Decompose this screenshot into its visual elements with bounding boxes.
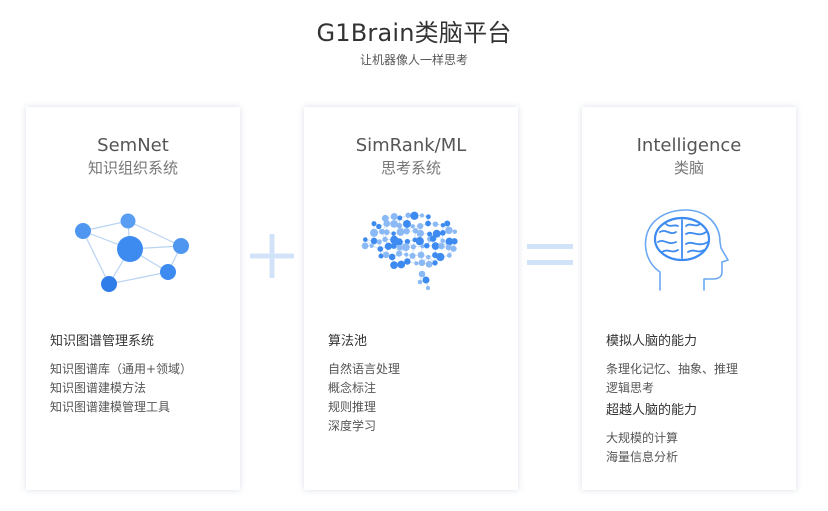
section-title: 算法池 [328,334,368,349]
equals-icon [527,244,573,265]
plus-icon [250,234,294,278]
page-title: G1Brain类脑平台 [316,19,512,47]
card-title-cn: 知识组织系统 [87,159,178,177]
neural-brain-icon [361,211,458,291]
section-title: 模拟人脑的能力 [606,334,698,349]
card-intelligence: Intelligence 类脑 模拟人脑的能力 条理化记忆、抽象、推理 逻辑思考… [582,107,796,490]
section-title: 知识图谱管理系统 [50,334,155,349]
list-item: 条理化记忆、抽象、推理 [606,362,739,376]
page-header: G1Brain类脑平台 让机器像人一样思考 [0,18,828,68]
section-simulate-brain: 模拟人脑的能力 条理化记忆、抽象、推理 逻辑思考 [606,332,786,398]
list-item: 知识图谱建模管理工具 [50,400,171,414]
list-item: 自然语言处理 [328,362,401,376]
card-title-en: Intelligence [636,135,742,156]
section-beyond-brain: 超越人脑的能力 大规模的计算 海量信息分析 [606,401,786,467]
card-title-cn: 类脑 [673,159,704,177]
card-title-en: SimRank/ML [355,135,467,156]
list-item: 概念标注 [328,381,377,395]
list-item: 知识图谱建模方法 [50,381,147,395]
section-algorithm-pool: 算法池 自然语言处理 概念标注 规则推理 深度学习 [328,332,508,436]
card-semnet: SemNet 知识组织系统 知识图谱管理系统 知识图谱库（通用+领域） 知识图谱… [26,107,240,490]
list-item: 知识图谱库（通用+领域） [50,362,193,376]
section-title: 超越人脑的能力 [606,403,698,418]
page-subtitle: 让机器像人一样思考 [359,53,468,67]
list-item: 深度学习 [328,419,377,433]
card-title-en: SemNet [97,135,169,156]
knowledge-network-icon [75,213,189,292]
human-head-brain-icon [644,209,729,291]
card-title-cn: 思考系统 [380,159,441,177]
list-item: 逻辑思考 [606,381,655,395]
list-item: 规则推理 [328,400,377,414]
card-simrank: SimRank/ML 思考系统 算法池 自然语言处理 概念标注 规则推理 深度学… [304,107,518,490]
section-knowledge-graph-system: 知识图谱管理系统 知识图谱库（通用+领域） 知识图谱建模方法 知识图谱建模管理工… [50,332,230,417]
list-item: 大规模的计算 [606,431,679,445]
list-item: 海量信息分析 [606,450,679,464]
